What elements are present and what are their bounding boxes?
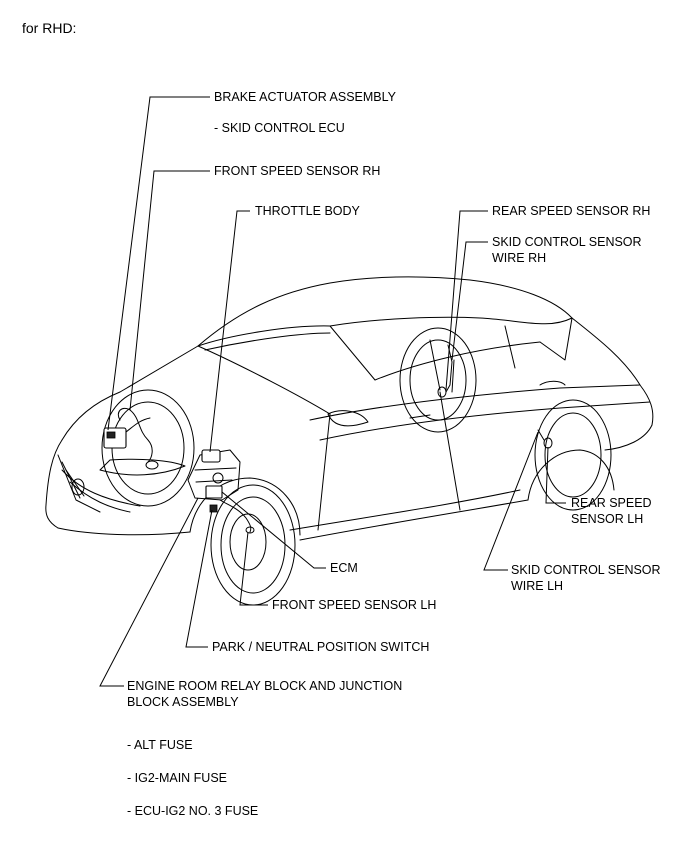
car-body (45, 276, 654, 541)
label-ecm: ECM (330, 561, 358, 575)
label-ecu-ig2-fuse: - ECU-IG2 NO. 3 FUSE (127, 804, 259, 818)
label-skid-control-sensor-wire-lh-line1: SKID CONTROL SENSOR (511, 563, 661, 577)
label-front-speed-sensor-lh: FRONT SPEED SENSOR LH (272, 598, 437, 612)
label-throttle-body: THROTTLE BODY (255, 204, 360, 218)
rear-speed-sensor-rh-part (437, 344, 455, 398)
label-rear-speed-sensor-lh-line1: REAR SPEED (571, 496, 652, 510)
label-park-neutral-switch: PARK / NEUTRAL POSITION SWITCH (212, 640, 430, 654)
rear-speed-sensor-lh-part (537, 429, 553, 449)
front-left-wheel (210, 484, 296, 606)
label-skid-control-ecu: - SKID CONTROL ECU (214, 121, 345, 135)
front-speed-sensor-rh-part (117, 407, 159, 470)
label-skid-control-sensor-wire-lh-line2: WIRE LH (511, 579, 564, 593)
rear-right-wheel (399, 327, 477, 433)
label-alt-fuse: - ALT FUSE (127, 738, 193, 752)
rear-left-wheel (534, 399, 612, 511)
label-brake-actuator: BRAKE ACTUATOR ASSEMBLY (214, 90, 397, 104)
label-ig2-main-fuse: - IG2-MAIN FUSE (127, 771, 228, 785)
label-skid-control-sensor-wire-rh-line1: SKID CONTROL SENSOR (492, 235, 642, 249)
ecm-part (205, 485, 223, 499)
front-speed-sensor-lh-part (219, 499, 255, 534)
brake-actuator-part (103, 417, 151, 449)
park-neutral-switch-part (209, 504, 218, 513)
label-rear-speed-sensor-rh: REAR SPEED SENSOR RH (492, 204, 651, 218)
label-rear-speed-sensor-lh-line2: SENSOR LH (571, 512, 644, 526)
label-engine-room-relay-line2: BLOCK ASSEMBLY (127, 695, 239, 709)
page-header: for RHD: (22, 20, 77, 36)
label-front-speed-sensor-rh: FRONT SPEED SENSOR RH (214, 164, 381, 178)
engine-block-part (187, 449, 241, 501)
label-skid-control-sensor-wire-rh-line2: WIRE RH (492, 251, 547, 265)
label-engine-room-relay-line1: ENGINE ROOM RELAY BLOCK AND JUNCTION (127, 679, 403, 693)
leader-lines (99, 96, 566, 687)
